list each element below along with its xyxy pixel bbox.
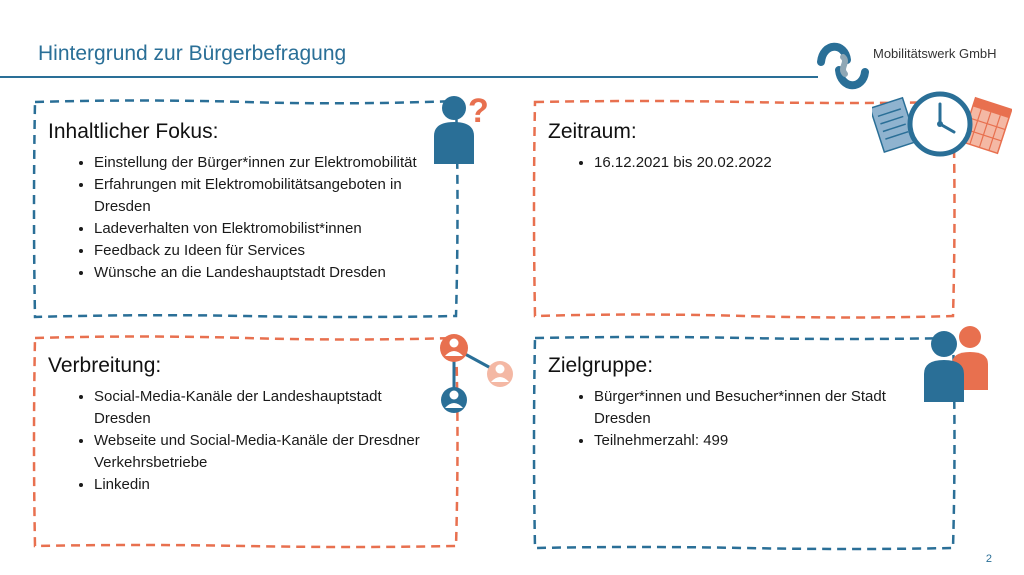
dashed-frame: [32, 335, 459, 549]
list-item: Bürger*innen und Besucher*innen der Stad…: [594, 386, 894, 430]
box-zeitraum: Zeitraum: 16.12.2021 bis 20.02.2022: [532, 98, 957, 320]
person-question-icon: ?: [434, 92, 489, 164]
dashed-frame: [32, 99, 459, 319]
brand-logo: Mobilitätswerk GmbH: [815, 40, 1015, 95]
list-item: Teilnehmerzahl: 499: [594, 430, 894, 452]
mobilitaetswerk-logo-icon: [817, 42, 869, 90]
box-heading: Verbreitung:: [48, 354, 162, 377]
list-item: 16.12.2021 bis 20.02.2022: [594, 152, 924, 174]
box-zielgruppe: Zielgruppe: Bürger*innen und Besucher*in…: [532, 334, 957, 552]
list-item: Wünsche an die Landeshauptstadt Dresden: [94, 262, 444, 284]
list-item: Webseite und Social-Media-Kanäle der Dre…: [94, 430, 424, 474]
list-item: Linkedin: [94, 474, 424, 496]
brand-name: Mobilitätswerk GmbH: [873, 46, 997, 61]
list-item: Erfahrungen mit Elektromobilitätsangebot…: [94, 174, 444, 218]
title-underline: [0, 76, 818, 78]
list-item: Social-Media-Kanäle der Landeshauptstadt…: [94, 386, 424, 430]
box-list: Einstellung der Bürger*innen zur Elektro…: [72, 152, 444, 284]
box-verbreitung: Verbreitung: Social-Media-Kanäle der Lan…: [32, 334, 460, 550]
list-item: Ladeverhalten von Elektromobilist*innen: [94, 218, 444, 240]
list-item: Einstellung der Bürger*innen zur Elektro…: [94, 152, 444, 174]
box-list: 16.12.2021 bis 20.02.2022: [572, 152, 924, 174]
page-number: 2: [985, 553, 992, 565]
list-item: Feedback zu Ideen für Services: [94, 240, 444, 262]
box-list: Bürger*innen und Besucher*innen der Stad…: [572, 386, 894, 452]
box-list: Social-Media-Kanäle der Landeshauptstadt…: [72, 386, 424, 496]
dashed-frame: [532, 99, 956, 319]
network-people-icon: [440, 334, 513, 413]
svg-text:?: ?: [468, 92, 489, 130]
two-people-icon: [924, 326, 988, 402]
box-heading: Inhaltlicher Fokus:: [48, 120, 219, 143]
slide-title: Hintergrund zur Bürgerbefragung: [38, 42, 347, 65]
box-inhaltlicher-fokus: Inhaltlicher Fokus: Einstellung der Bürg…: [32, 98, 460, 320]
clock-calendar-icon: [872, 91, 1012, 157]
box-heading: Zielgruppe:: [548, 354, 654, 377]
box-heading: Zeitraum:: [548, 120, 637, 143]
